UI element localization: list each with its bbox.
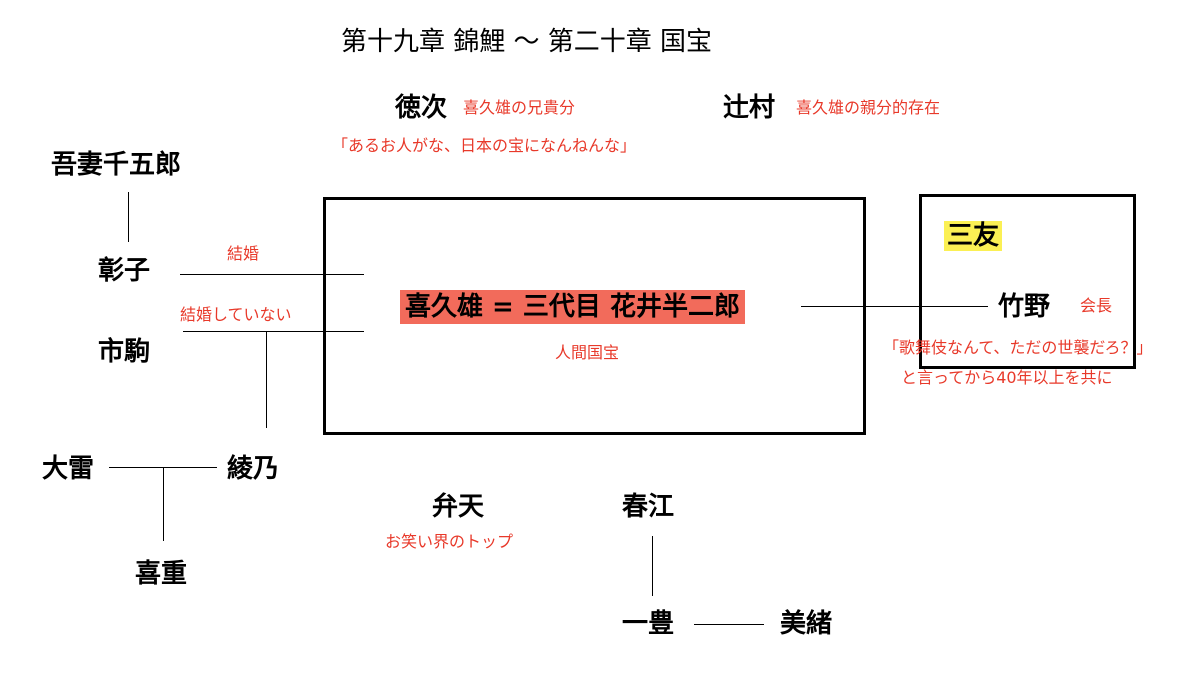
node-takeno: 竹野 <box>998 292 1051 322</box>
quote-tokuji: 「あるお人がな、日本の宝になんねんな」 <box>332 136 637 155</box>
node-akiko: 彰子 <box>98 256 151 286</box>
node-mitomo: 三友 <box>944 221 1003 251</box>
line-harue-ichiho <box>652 536 653 596</box>
line-ichiho-mio <box>694 624 764 625</box>
quote-takeno-line2: と言ってから40年以上を共に <box>901 368 1113 387</box>
node-tsujimura: 辻村 <box>723 93 776 123</box>
label-not-married: 結婚していない <box>180 305 292 324</box>
diagram-title: 第十九章 錦鯉 〜 第二十章 国宝 <box>341 27 713 57</box>
node-tokuji: 徳次 <box>395 93 448 123</box>
line-ichikoma-ayano <box>266 332 267 428</box>
note-benten: お笑い界のトップ <box>385 532 514 551</box>
line-kikuo-takeno <box>801 306 988 307</box>
line-azuma-akiko <box>128 192 129 242</box>
line-to-kishige <box>163 467 164 541</box>
node-benten: 弁天 <box>432 492 485 522</box>
node-ayano: 綾乃 <box>227 454 280 484</box>
node-azuma-sengoro: 吾妻千五郎 <box>51 150 182 180</box>
node-harue: 春江 <box>622 492 675 522</box>
node-kikuo: 喜久雄 = 三代目 花井半二郎 <box>400 290 745 324</box>
line-ichikoma-kikuo <box>183 331 364 332</box>
quote-takeno-line1: 「歌舞伎なんて、ただの世襲だろ？」 <box>883 338 1153 357</box>
node-ichiho: 一豊 <box>622 609 675 639</box>
note-tokuji: 喜久雄の兄貴分 <box>463 98 576 117</box>
note-takeno: 会長 <box>1080 296 1113 315</box>
note-kikuo: 人間国宝 <box>555 343 620 362</box>
line-akiko-kikuo <box>180 274 364 275</box>
label-marriage: 結婚 <box>227 244 260 263</box>
mitomo-box <box>919 194 1136 369</box>
node-mio: 美緒 <box>780 609 833 639</box>
kikuo-box <box>323 197 866 435</box>
node-dairai: 大雷 <box>42 454 95 484</box>
note-tsujimura: 喜久雄の親分的存在 <box>796 98 941 117</box>
node-ichikoma: 市駒 <box>98 337 151 367</box>
node-kishige: 喜重 <box>135 559 188 589</box>
